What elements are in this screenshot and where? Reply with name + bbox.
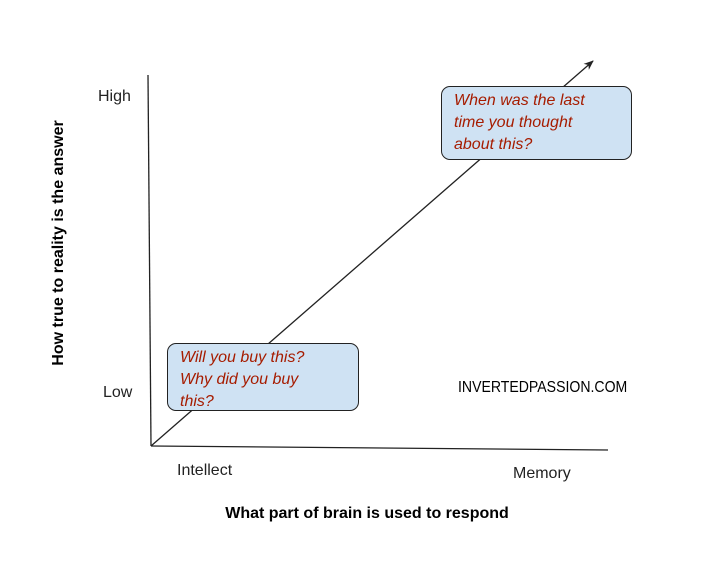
x-axis-left-label: Intellect [177,462,233,479]
y-axis-line [147,74,152,447]
x-axis-right-label: Memory [513,465,571,482]
x-axis-title: What part of brain is used to respond [225,505,509,522]
x-axis-line [150,445,609,451]
callout-low-reality: Will you buy this? Why did you buy this? [167,343,359,411]
callout-high-reality: When was the last time you thought about… [441,86,632,160]
watermark-text: INVERTEDPASSION.COM [458,379,628,396]
y-axis-high-label: High [98,88,131,105]
y-axis-low-label: Low [103,384,133,401]
y-axis-title: How true to reality is the answer [50,120,67,366]
